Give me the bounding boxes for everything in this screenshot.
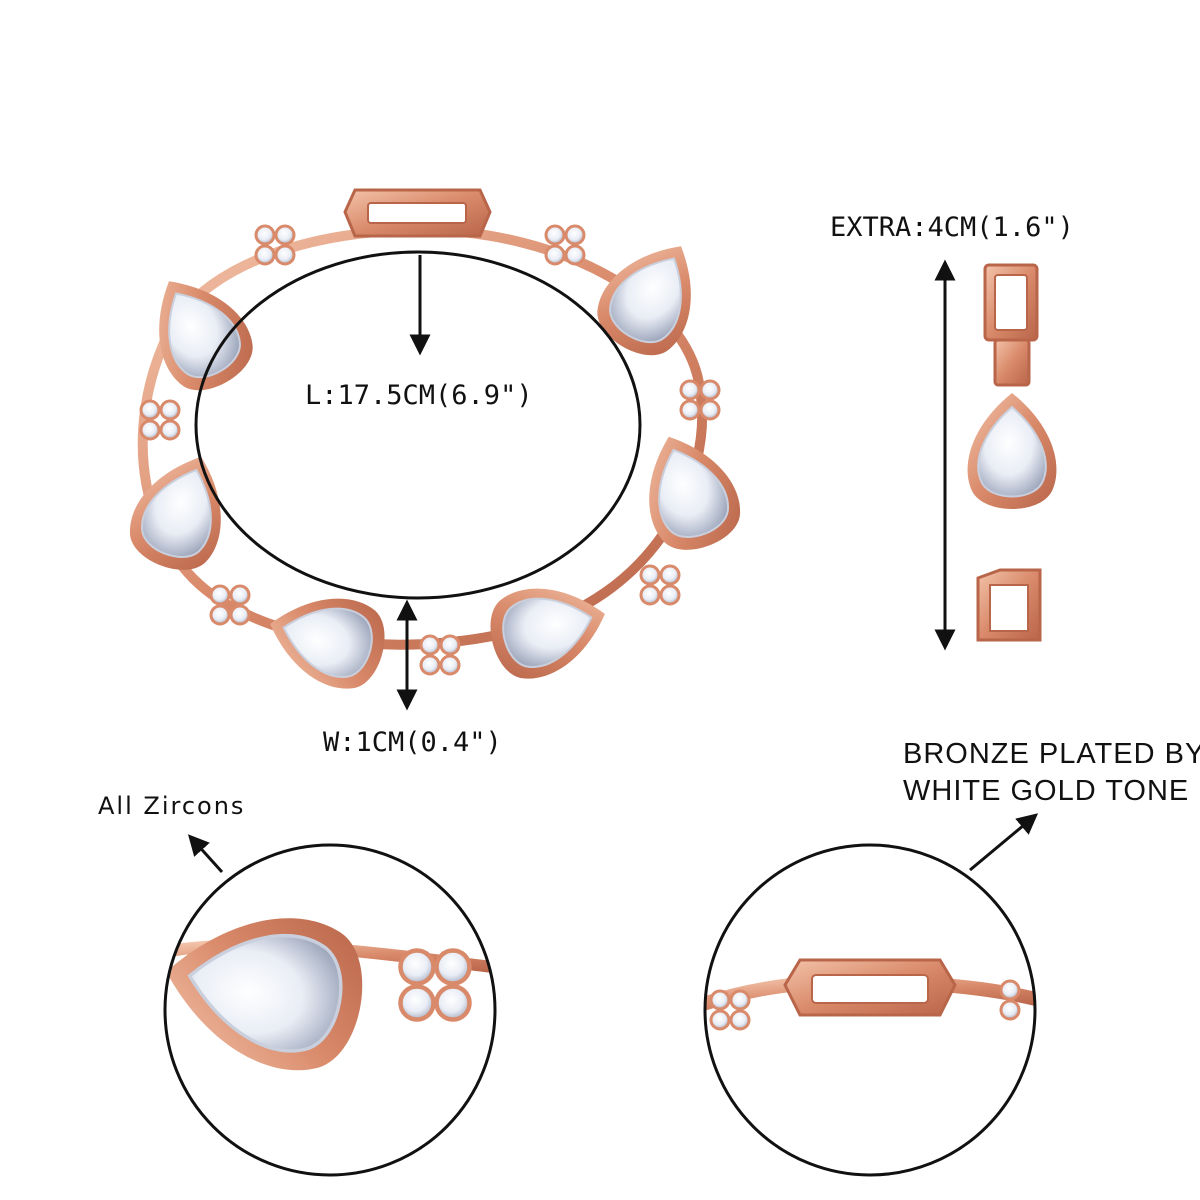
plating-pointer-arrow (969, 813, 1039, 872)
teardrop-stone (130, 456, 221, 570)
bracelet (130, 188, 740, 689)
zircons-pointer-arrow (187, 834, 224, 874)
flower-cluster (544, 224, 586, 266)
zircons-label: All Zircons (98, 792, 246, 820)
zoom-circle-clasp (703, 843, 1037, 1177)
teardrop-stone (159, 281, 253, 391)
width-label: W:1CM(0.4") (323, 727, 502, 758)
length-label: L:17.5CM(6.9") (305, 380, 533, 411)
teardrop-stone (490, 588, 605, 679)
zoom-circle-zircons (163, 843, 497, 1177)
length-ellipse (194, 250, 642, 600)
teardrop-stone (597, 246, 691, 356)
bracelet-clasp (343, 188, 492, 238)
extender-teardrop-stone (967, 393, 1057, 509)
flower-cluster (254, 224, 296, 266)
plating-label-line2: WHITE GOLD TONE (903, 775, 1190, 807)
extender-chain (967, 263, 1057, 642)
flower-cluster (139, 399, 181, 441)
flower-cluster (639, 564, 681, 606)
flower-cluster (209, 584, 251, 626)
extra-length-label: EXTRA:4CM(1.6") (830, 212, 1074, 243)
teardrop-stone (270, 598, 385, 689)
flower-cluster (419, 634, 461, 676)
flower-cluster (679, 379, 721, 421)
teardrop-stone (649, 436, 740, 550)
plating-label-line1: BRONZE PLATED BY (903, 738, 1200, 770)
